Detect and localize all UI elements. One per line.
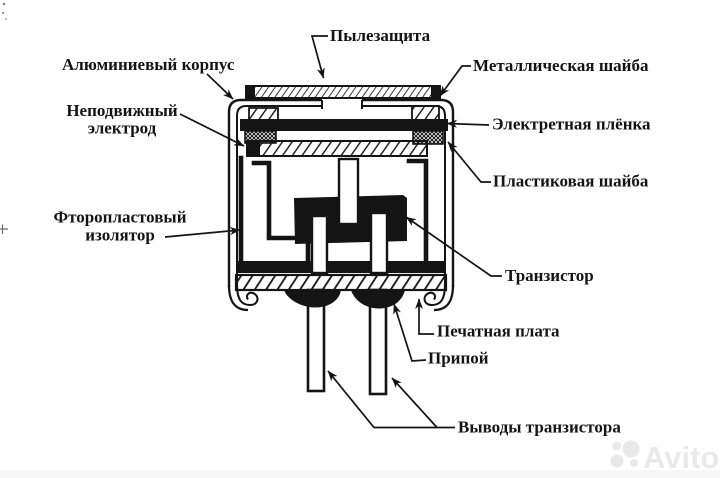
leader-plastic-washer [447,141,491,183]
insulator-cup-shape [238,155,429,269]
label-fixed-electrode-line1: Неподвижный [66,101,178,120]
scan-noise-specks [0,2,8,234]
insulator-right-inner-wall [406,158,429,266]
label-solder: Припой [428,349,489,368]
label-insulator-line2: изолятор [85,226,155,245]
case-outer-left [227,98,322,287]
leader-dust-cover [310,35,328,79]
label-transistor: Транзистор [505,266,594,285]
leader-insulator [164,227,241,238]
case-curl-right [423,283,447,307]
avito-watermark: Avito [610,440,719,475]
leader-fixed-electrode [179,113,245,147]
avito-logo-circle [610,454,624,468]
solder-blob-right [351,290,405,309]
case-outer-right [362,98,455,287]
base-bar-shape [236,261,446,273]
speck [5,18,7,20]
leader-leads-left [327,370,455,429]
fixed-electrode-plate [246,140,428,157]
dust-cover-cap-right [431,86,440,98]
avito-watermark-text: Avito [643,440,719,475]
label-dust-cover: Пылезащита [330,26,431,45]
electret-film-shape [240,119,448,131]
avito-logo-circle [622,440,640,458]
case-curl-left [235,283,259,307]
scan-bottom-band [0,470,720,478]
case-curl-right-outer [433,284,455,312]
fixed-electrode-cap [247,141,260,156]
edge-mark [0,224,8,234]
speck [1,11,5,15]
center-contact-stem [337,157,360,226]
pcb-shape [234,273,448,292]
avito-logo-icon [610,440,640,468]
dust-cover-bar [245,85,441,99]
speck [2,2,6,6]
leader-leads-right [391,377,438,429]
avito-logo-circle [630,459,638,467]
label-pcb: Печатная плата [437,322,560,341]
fixed-electrode-shape [246,140,428,157]
solder-blob-left [284,290,341,308]
metal-washer-left-shape [248,107,279,121]
label-fixed-electrode-line2: электрод [88,119,157,138]
leader-pcb [415,298,434,335]
label-plastic-washer: Пластиковая шайба [493,172,649,191]
lead-slot-left [310,214,329,275]
case-inner-left [236,105,321,286]
label-metal-washer: Металлическая шайба [473,56,649,75]
dust-cover-shape [245,85,441,99]
case-curl-left-outer [227,284,249,312]
leader-electret-film [446,119,490,128]
label-transistor-leads: Выводы транзистора [458,418,621,437]
dust-cover-cap-left [246,86,255,98]
labels: Пылезащита Алюминиевый корпус Неподвижны… [53,26,651,437]
leader-transistor [405,216,502,277]
label-aluminum-case: Алюминиевый корпус [62,55,235,74]
label-insulator-line1: Фторопластовый [53,208,186,227]
metal-washer-right-shape [411,105,440,121]
leader-arrows [164,35,502,429]
leader-solder [393,303,427,362]
leader-metal-washer [439,65,471,97]
lead-slot-right [369,211,389,275]
label-electret-film: Электретная плёнка [492,115,651,134]
avito-logo-circle [612,441,622,451]
insulator-left-inner-wall [251,160,311,266]
leader-aluminum-case [206,73,234,100]
